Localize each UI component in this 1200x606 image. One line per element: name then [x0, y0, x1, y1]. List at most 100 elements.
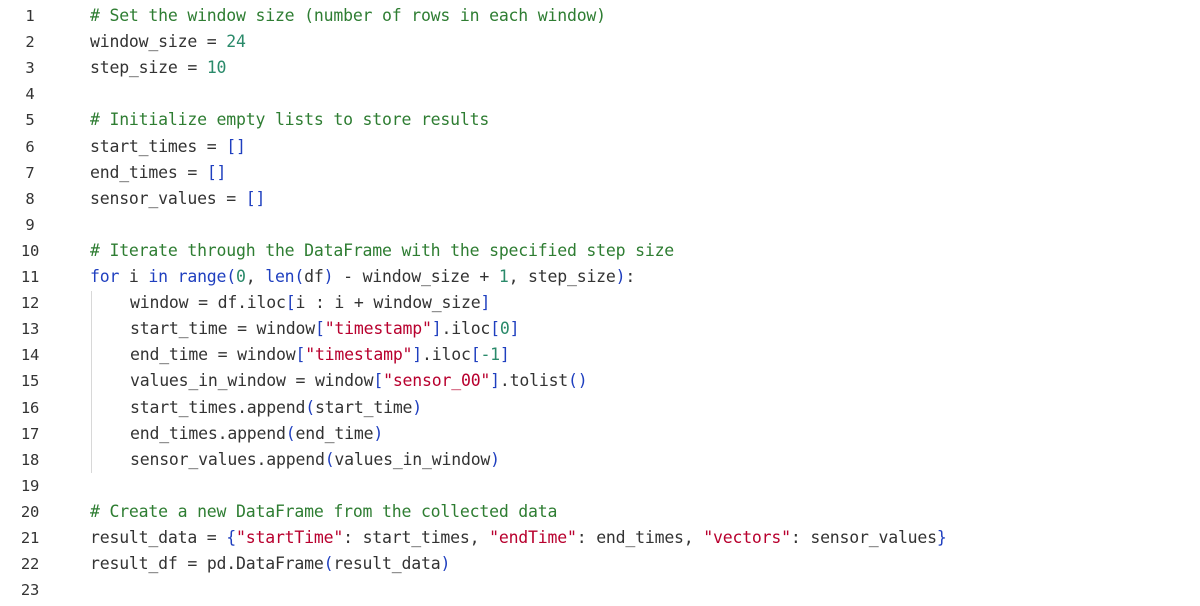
code-token-name: window	[130, 293, 189, 313]
line-number: 15	[20, 372, 40, 391]
code-token-name: step_size	[528, 267, 616, 286]
code-line[interactable]: 20# Create a new DataFrame from the coll…	[0, 499, 1200, 525]
code-token-number: 1	[498, 267, 509, 286]
code-token-name: .iloc	[422, 345, 471, 365]
code-token-number: 0	[236, 267, 246, 286]
code-token-op: :	[305, 293, 335, 313]
code-line[interactable]: 9	[0, 212, 1200, 238]
line-number: 9	[25, 215, 35, 234]
code-token-name: window_size	[90, 32, 198, 52]
code-token-op: =	[216, 188, 246, 208]
code-line[interactable]: 19	[0, 473, 1200, 499]
code-line[interactable]: 23	[0, 577, 1200, 603]
code-token-bracket: (	[294, 267, 305, 286]
code-token-name: result_df	[90, 554, 178, 574]
code-token-name: start_times	[362, 528, 470, 547]
code-token-keyword: in	[148, 267, 168, 286]
code-line[interactable]: 8 sensor_values = []	[0, 186, 1200, 212]
line-number: 1	[25, 7, 35, 25]
code-token-bracket: ]	[431, 319, 442, 339]
code-token-bracket: [	[314, 319, 325, 339]
code-token-op: =	[197, 32, 227, 52]
code-token-op: =	[207, 345, 238, 365]
line-number: 8	[25, 189, 35, 208]
line-code: sensor_values = []	[90, 186, 265, 212]
code-token-name: i	[119, 267, 149, 286]
code-token-op: ,	[245, 267, 266, 286]
line-code: start_times = []	[90, 134, 246, 160]
code-token-name: window	[314, 371, 374, 391]
code-line[interactable]: 1# Set the window size (number of rows i…	[0, 3, 1200, 29]
code-token-op: ,	[683, 528, 704, 547]
line-number: 5	[25, 111, 35, 130]
line-number: 23	[20, 581, 40, 600]
line-code: end_times = []	[90, 160, 226, 186]
code-token-op: =	[197, 136, 227, 156]
code-token-bracket: [	[295, 345, 306, 365]
line-number: 18	[20, 450, 40, 469]
code-token-name: start_time	[314, 397, 413, 417]
code-token-bracket: []	[245, 188, 266, 208]
line-code: # Initialize empty lists to store result…	[90, 107, 489, 133]
line-number: 22	[20, 555, 40, 574]
line-number: 7	[25, 163, 35, 182]
code-token-op: +	[469, 267, 499, 286]
code-line[interactable]: 5 # Initialize empty lists to store resul…	[0, 107, 1200, 133]
line-number: 4	[25, 85, 35, 104]
code-token-op: :	[790, 528, 811, 547]
code-token-number: 24	[226, 32, 246, 52]
code-token-name: values_in_window	[130, 371, 286, 391]
code-token-number: 0	[499, 319, 510, 339]
code-token-name: start_times	[90, 136, 198, 156]
code-token-name: end_times	[90, 162, 178, 182]
line-code: # Iterate through the DataFrame with the…	[90, 238, 674, 264]
code-token-bracket: (	[226, 267, 237, 286]
code-token-name	[168, 267, 178, 286]
code-line[interactable]: 7 end_times = []	[0, 160, 1200, 186]
code-token-name: result_data	[333, 554, 441, 574]
code-token-bracket: (	[323, 554, 334, 574]
code-token-bracket: )	[412, 397, 423, 417]
code-token-bracket: []	[226, 136, 246, 156]
code-token-name: start_time	[130, 319, 228, 339]
line-number: 13	[20, 320, 40, 339]
code-token-bracket: ()	[568, 371, 588, 391]
code-token-name: sensor_values	[90, 188, 217, 208]
code-token-bracket: }	[936, 528, 947, 547]
code-token-name: df.iloc	[217, 293, 286, 313]
line-number: 2	[25, 33, 35, 52]
code-line[interactable]: 2 window_size = 24	[0, 29, 1200, 55]
code-line[interactable]: 10# Iterate through the DataFrame with t…	[0, 238, 1200, 264]
line-number: 14	[20, 346, 40, 365]
code-token-name: end_time	[130, 345, 208, 365]
code-token-name: end_times.append	[130, 423, 286, 443]
line-code: result_data = {"startTime": start_times,…	[90, 525, 947, 551]
line-number: 20	[20, 502, 40, 521]
code-line[interactable]: 4	[0, 81, 1200, 107]
code-token-bracket: ]	[509, 319, 520, 339]
line-number: 12	[20, 294, 40, 313]
code-token-name: .iloc	[441, 319, 491, 339]
code-token-bracket: [	[490, 319, 500, 339]
code-token-string: "sensor_00"	[383, 371, 491, 391]
code-token-bracket: ]	[412, 345, 423, 365]
code-token-op: :	[343, 528, 363, 547]
code-token-name: df	[304, 267, 324, 286]
code-token-bracket: [	[373, 371, 384, 391]
code-token-op: =	[285, 371, 315, 391]
code-token-string: "endTime"	[489, 528, 577, 547]
line-code: end_time = window["timestamp"].iloc[-1]	[130, 342, 510, 368]
